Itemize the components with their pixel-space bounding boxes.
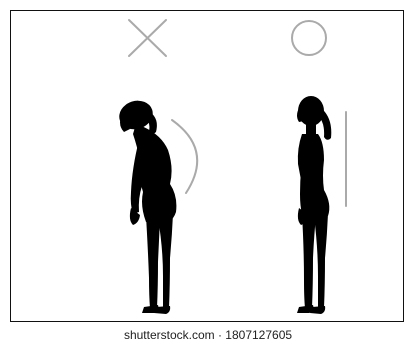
- correct-posture-group: [292, 21, 346, 314]
- cross-mark-icon: [129, 20, 166, 56]
- curved-spine-guide: [172, 120, 197, 193]
- watermark-text: shutterstock.com · 1807127605: [0, 327, 416, 342]
- upright-silhouette: [297, 96, 331, 314]
- circle-mark-icon: [292, 21, 326, 55]
- incorrect-posture-group: [116, 20, 198, 314]
- slouched-silhouette: [116, 96, 177, 314]
